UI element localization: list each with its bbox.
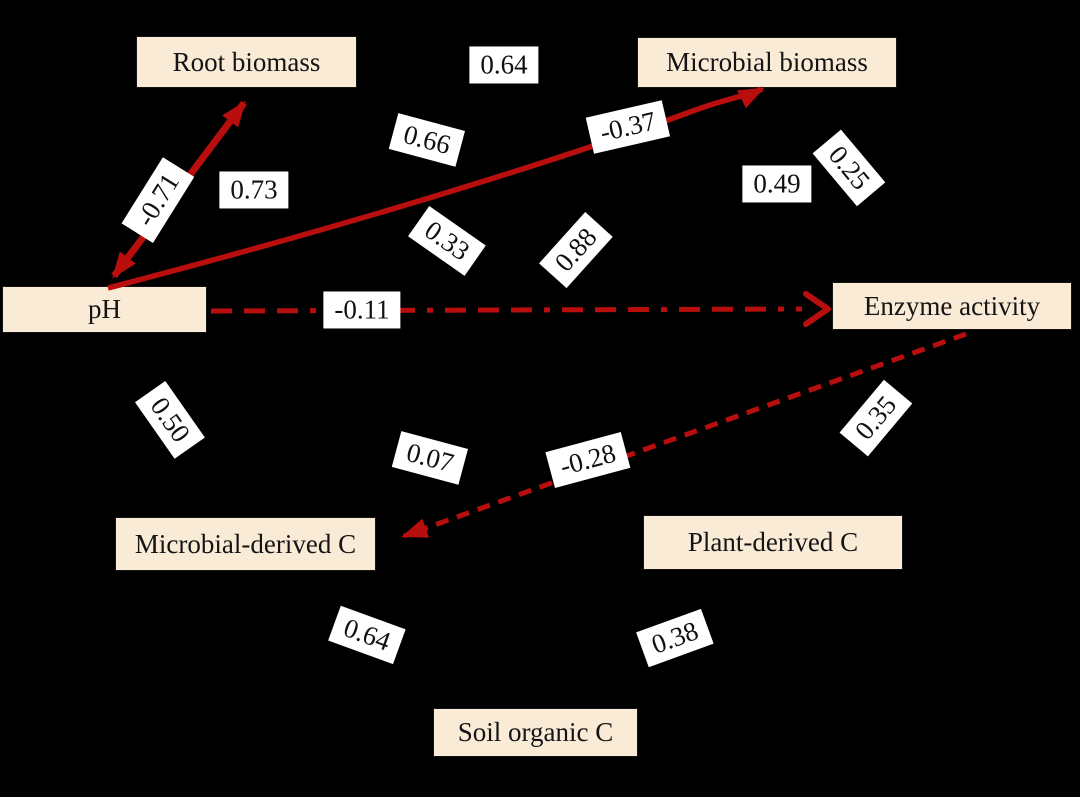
node-microbial-derived-c: Microbial-derived C (115, 517, 376, 571)
node-microbial-biomass-label: Microbial biomass (666, 47, 868, 77)
node-soil-organic-c: Soil organic C (433, 708, 638, 757)
node-plant-derived-c-label: Plant-derived C (687, 527, 859, 557)
node-enzyme-activity-label: Enzyme activity (863, 290, 1041, 321)
edge-ph-enzymeactivity-arrow (210, 306, 803, 314)
node-root-biomass-label: Root biomass (172, 46, 321, 77)
coef-066: 0.66 (388, 113, 466, 167)
coef-025: 0.25 (812, 129, 886, 207)
coef-neg028: -0.28 (545, 431, 631, 489)
node-microbial-biomass: Microbial biomass (637, 37, 897, 88)
node-plant-derived-c: Plant-derived C (643, 515, 903, 570)
coef-035: 0.35 (839, 379, 913, 457)
edge-ph-enzymeactivity-arrowhead (803, 291, 831, 327)
coef-neg071: -0.71 (121, 157, 195, 243)
node-microbial-derived-c-label: Microbial-derived C (134, 528, 357, 559)
coef-neg037: -0.37 (585, 100, 671, 154)
coef-064-top: 0.64 (469, 46, 539, 84)
coef-049: 0.49 (742, 165, 812, 203)
node-root-biomass: Root biomass (136, 36, 357, 88)
coef-033: 0.33 (408, 205, 486, 277)
coef-neg011: -0.11 (323, 291, 401, 329)
node-soil-organic-c-label: Soil organic C (457, 717, 614, 747)
coef-007: 0.07 (391, 431, 469, 485)
node-ph-label: pH (88, 294, 121, 324)
coef-088: 0.88 (539, 211, 613, 289)
coef-073: 0.73 (219, 171, 289, 209)
coef-064-bottom: 0.64 (328, 605, 406, 665)
node-ph: pH (2, 286, 207, 333)
node-enzyme-activity: Enzyme activity (832, 282, 1072, 330)
coef-038: 0.38 (636, 608, 714, 668)
coef-050: 0.50 (134, 381, 206, 459)
